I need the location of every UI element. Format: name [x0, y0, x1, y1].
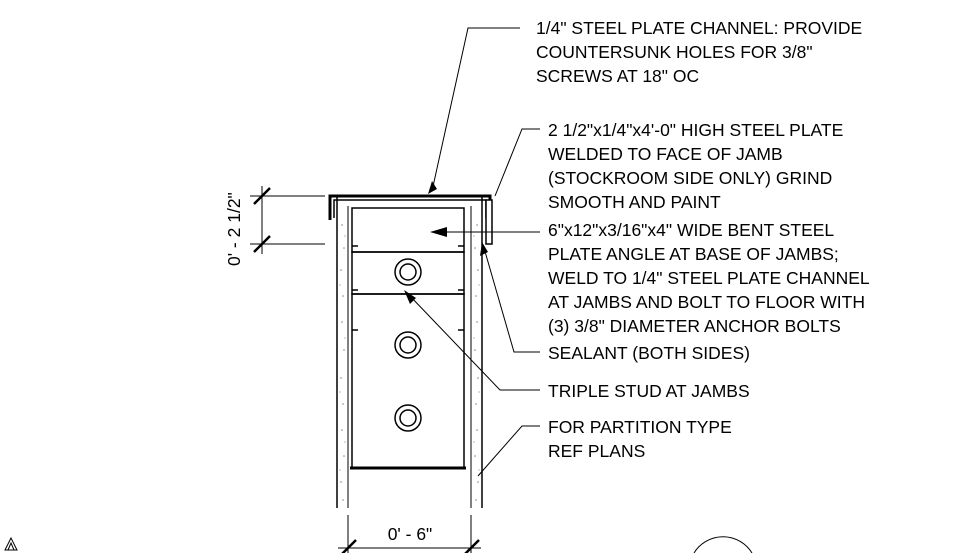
leaders	[404, 27, 540, 477]
callout-plate: 2 1/2"x1/4"x4'-0" HIGH STEEL PLATE WELDE…	[548, 120, 843, 212]
north-arrow-symbol	[4, 536, 18, 551]
callout-sealant-line-1: SEALANT (BOTH SIDES)	[548, 343, 750, 363]
callout-plate-line-3: (STOCKROOM SIDE ONLY) GRIND	[548, 168, 832, 188]
anchor-bolt-2	[394, 331, 422, 359]
anchor-bolt-3	[394, 404, 422, 432]
callout-plate-line-1: 2 1/2"x1/4"x4'-0" HIGH STEEL PLATE	[548, 120, 843, 140]
horizontal-dimension-label: 0' - 6"	[388, 524, 433, 544]
triple-stud	[351, 207, 465, 469]
vertical-dimension: 0' - 2 1/2"	[224, 186, 325, 266]
callout-plate-line-4: SMOOTH AND PAINT	[548, 192, 721, 212]
callout-angle: 6"x12"x3/16"x4" WIDE BENT STEEL PLATE AN…	[548, 220, 870, 336]
callout-partition-line-1: FOR PARTITION TYPE	[548, 417, 732, 437]
callout-partition: FOR PARTITION TYPE REF PLANS	[548, 417, 732, 461]
vertical-dimension-label: 0' - 2 1/2"	[224, 192, 244, 266]
callout-angle-line-1: 6"x12"x3/16"x4" WIDE BENT STEEL	[548, 220, 834, 240]
callout-channel: 1/4" STEEL PLATE CHANNEL: PROVIDE COUNTE…	[536, 18, 862, 86]
jamb-section	[328, 194, 493, 508]
callout-channel-line-1: 1/4" STEEL PLATE CHANNEL: PROVIDE	[536, 18, 862, 38]
callout-stud: TRIPLE STUD AT JAMBS	[548, 381, 750, 401]
callout-angle-line-5: (3) 3/8" DIAMETER ANCHOR BOLTS	[548, 316, 841, 336]
callout-angle-line-4: AT JAMBS AND BOLT TO FLOOR WITH	[548, 292, 865, 312]
callout-partition-line-2: REF PLANS	[548, 441, 645, 461]
callout-sealant: SEALANT (BOTH SIDES)	[548, 343, 750, 363]
anchor-bolt-1	[394, 258, 422, 286]
gypsum-hatch-left	[339, 224, 346, 501]
detail-bubble-symbol	[693, 536, 753, 553]
horizontal-dimension: 0' - 6"	[338, 515, 481, 553]
callout-plate-line-2: WELDED TO FACE OF JAMB	[548, 144, 783, 164]
callout-stud-line-1: TRIPLE STUD AT JAMBS	[548, 381, 750, 401]
gypsum-hatch-right	[473, 224, 480, 501]
callout-angle-line-2: PLATE ANGLE AT BASE OF JAMBS;	[548, 244, 839, 264]
callout-channel-line-3: SCREWS AT 18" OC	[536, 66, 699, 86]
callout-angle-line-3: WELD TO 1/4" STEEL PLATE CHANNEL	[548, 268, 870, 288]
callout-channel-line-2: COUNTERSUNK HOLES FOR 3/8"	[536, 42, 813, 62]
welded-steel-plate	[485, 199, 493, 245]
